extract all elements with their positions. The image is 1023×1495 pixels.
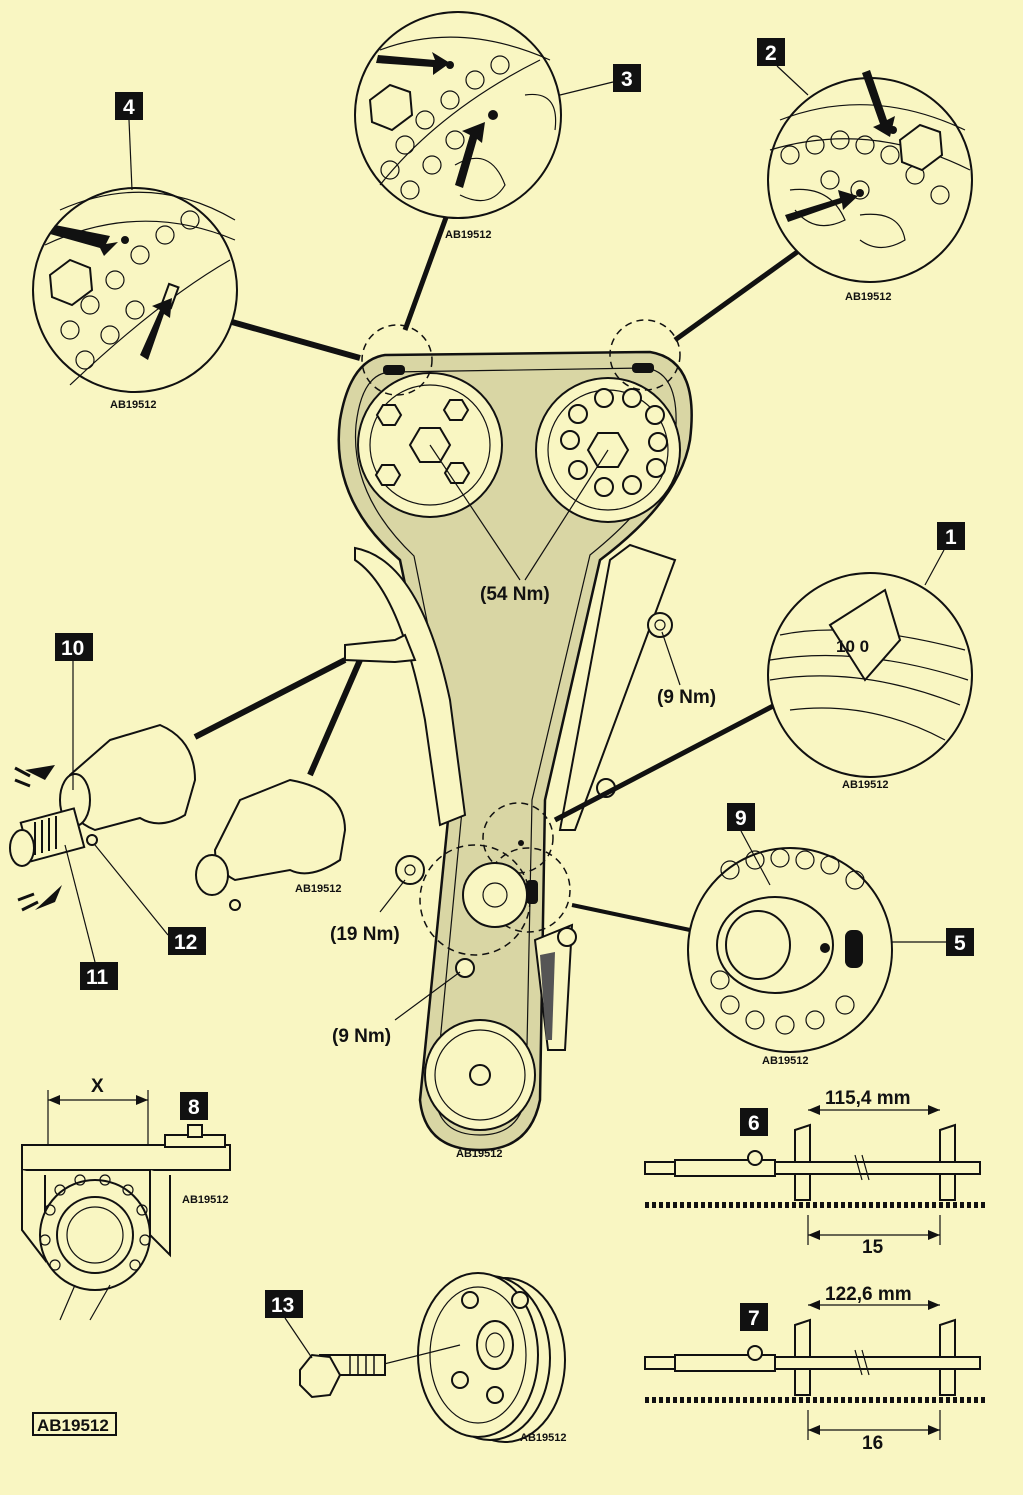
callout-12: 12	[174, 931, 197, 954]
callout-2: 2	[765, 42, 777, 65]
detail-3-ref: AB19512	[445, 229, 491, 241]
lower-guide-torque-label: (9 Nm)	[332, 1026, 391, 1047]
detail-8-caliper-measurement: X 8 AB19512	[21, 1076, 231, 1321]
detail-6-length-label: 115,4 mm	[825, 1088, 911, 1109]
detail-4-exhaust-cam-mark: 4 AB19512	[32, 92, 361, 411]
detail-2-intake-cam-mark: 2 AB19512	[673, 38, 973, 343]
main-ref-code: AB19512	[456, 1148, 502, 1160]
figure-reference-box: AB19512	[32, 1412, 117, 1436]
detail-1-ref: AB19512	[842, 779, 888, 791]
detail-6-pins-label: 15	[862, 1237, 884, 1258]
callout-8: 8	[188, 1096, 200, 1119]
detail-7-pins-label: 16	[862, 1433, 883, 1454]
detail-7-chain-length: 122,6 mm 16 7	[644, 1284, 985, 1454]
callout-11: 11	[86, 966, 109, 989]
callout-4: 4	[123, 96, 135, 119]
crankshaft-pulley: 13 AB19512	[265, 1272, 566, 1444]
pulley-ref: AB19512	[520, 1432, 566, 1444]
detail-3-cam-timing-mark: 3 AB19512	[354, 11, 641, 331]
callout-6: 6	[748, 1112, 760, 1135]
timing-chain-assembly: (54 Nm) (19 Nm) (9 Nm) (9 Nm) AB1	[330, 319, 716, 1160]
tensioner-rail	[354, 546, 467, 827]
tensioner-ref: AB19512	[295, 883, 341, 895]
detail-5-ref: AB19512	[762, 1055, 808, 1067]
detail-1-sprocket-marks: 10 0 1 AB19512	[553, 522, 973, 823]
callout-3: 3	[621, 68, 633, 91]
callout-1: 1	[945, 526, 957, 549]
detail-5-crank-sprocket-mark: 5 9 AB19512	[571, 803, 974, 1067]
timing-chain	[337, 350, 693, 1152]
detail-8-x-label: X	[91, 1076, 104, 1097]
figure-reference-code: AB19512	[37, 1416, 109, 1435]
callout-5: 5	[954, 932, 966, 955]
detail-7-length-label: 122,6 mm	[825, 1284, 912, 1305]
detail-6-chain-length: 115,4 mm 15 6	[644, 1088, 985, 1258]
callout-9: 9	[735, 807, 747, 830]
callout-13: 13	[271, 1294, 294, 1317]
detail-1-marks: 10 0	[836, 637, 869, 656]
tensioner-detail: AB19512 10 12 11	[9, 633, 417, 990]
callout-10: 10	[61, 637, 84, 660]
callout-7: 7	[748, 1307, 760, 1330]
detail-4-ref: AB19512	[110, 399, 156, 411]
fixed-chain-guide	[558, 543, 677, 831]
detail-8-ref: AB19512	[182, 1194, 228, 1206]
detail-2-ref: AB19512	[845, 291, 891, 303]
tensioner-pivot-torque-label: (19 Nm)	[330, 924, 400, 945]
camshaft-torque-label: (54 Nm)	[480, 584, 550, 605]
upper-guide-torque-label: (9 Nm)	[657, 687, 716, 708]
